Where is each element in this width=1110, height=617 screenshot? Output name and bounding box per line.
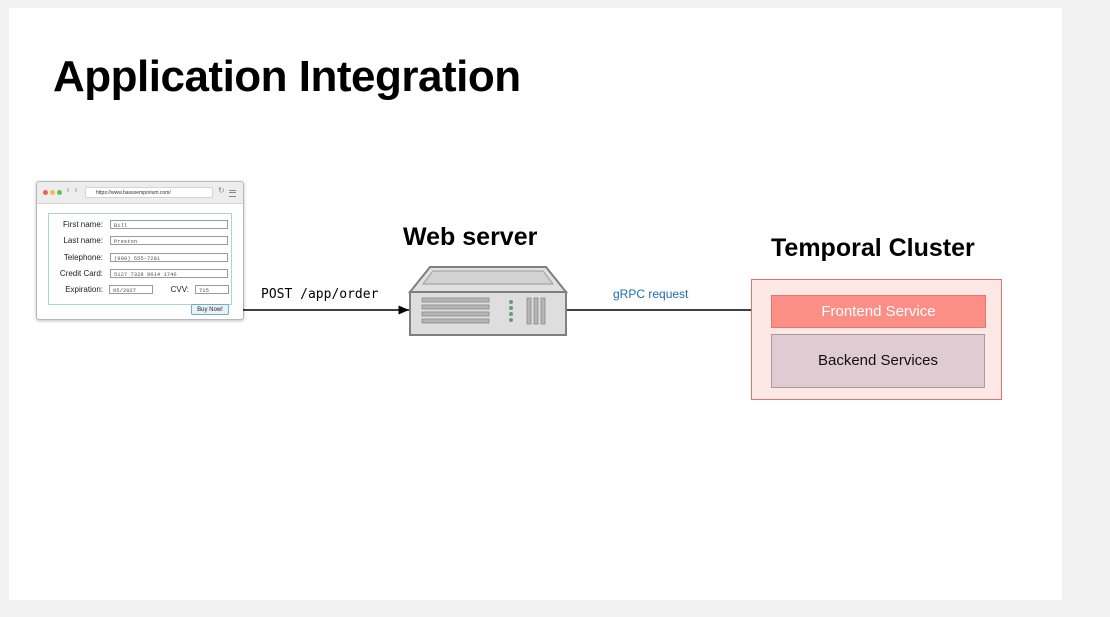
- backend-services-box: Backend Services: [771, 334, 985, 388]
- menu-icon: [229, 190, 236, 197]
- order-form: [48, 213, 232, 305]
- address-bar: https://www.bassoemporium.com/: [85, 187, 213, 198]
- frontend-service-box: Frontend Service: [771, 295, 986, 328]
- telephone-label: Telephone:: [63, 253, 103, 262]
- minimize-dot-icon: [50, 190, 55, 195]
- first-name-field: Bill: [110, 220, 228, 229]
- browser-toolbar: ‹ › https://www.bassoemporium.com/ ↻: [37, 182, 243, 204]
- slide-title: Application Integration: [53, 52, 521, 101]
- buy-now-button: Buy Now!: [191, 304, 229, 315]
- reload-icon: ↻: [218, 186, 225, 195]
- temporal-cluster-label: Temporal Cluster: [771, 234, 975, 262]
- server-icon: [407, 266, 569, 336]
- cvv-field: 715: [195, 285, 229, 294]
- web-server-label: Web server: [403, 223, 538, 251]
- maximize-dot-icon: [57, 190, 62, 195]
- credit-card-label: Credit Card:: [59, 269, 103, 278]
- last-name-label: Last name:: [63, 236, 103, 245]
- expiration-field: 05/2027: [109, 285, 153, 294]
- first-name-label: First name:: [62, 220, 103, 229]
- expiration-label: Expiration:: [65, 285, 103, 294]
- browser-window: ‹ › https://www.bassoemporium.com/ ↻ Fir…: [36, 181, 244, 320]
- forward-arrow-icon: ›: [74, 185, 78, 196]
- credit-card-field: 5127 7328 9614 1746: [110, 269, 228, 278]
- telephone-field: (909) 555-7281: [110, 253, 228, 262]
- close-dot-icon: [43, 190, 48, 195]
- last-name-field: Preston: [110, 236, 228, 245]
- cvv-label: CVV:: [170, 285, 189, 294]
- grpc-request-label: gRPC request: [613, 287, 689, 301]
- back-arrow-icon: ‹: [66, 185, 70, 196]
- post-request-label: POST /app/order: [261, 287, 379, 302]
